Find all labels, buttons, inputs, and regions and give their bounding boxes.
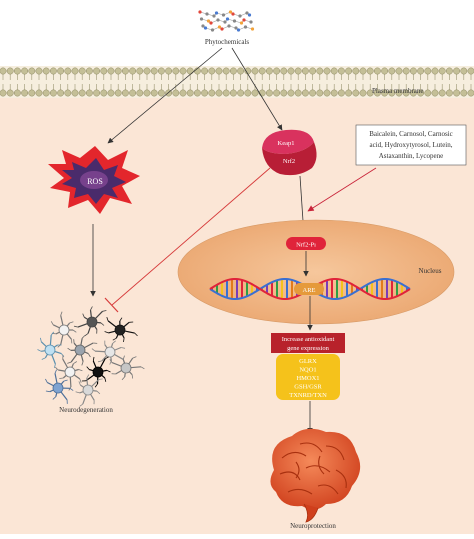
neuroprotection-label: Neuroprotection: [290, 522, 336, 530]
compounds-line-1: Baicalein, Carnosol, Carnosic: [369, 130, 453, 138]
nrf2-label: Nrf2: [283, 158, 295, 165]
keap1-label: Keap1: [278, 140, 295, 147]
gene-glrx: GLRX: [299, 358, 317, 365]
gene-hmox1: HMOX1: [296, 375, 319, 382]
nrf2-p-label: Nrf2-Pı: [296, 242, 316, 249]
gene-gsh-gsr: GSH/GSR: [294, 384, 322, 391]
compounds-line-3: Astaxanthin, Lycopene: [379, 152, 444, 160]
phytochemicals-molecule-icon: [198, 10, 254, 31]
gene-txnrd-txn: TXNRD/TXN: [289, 392, 327, 399]
compounds-line-2: acid, Hydroxytyrosol, Lutein,: [369, 141, 452, 149]
neurodegeneration-label: Neurodegeneration: [59, 406, 113, 414]
nucleus: [178, 220, 454, 324]
expression-header-line-2: gene expression: [287, 345, 329, 352]
gene-nqo1: NQO1: [299, 367, 316, 374]
phytochemicals-label: Phytochemicals: [205, 38, 250, 46]
are-label: ARE: [303, 287, 316, 294]
plasma-membrane-label: Plasma membrane: [372, 87, 424, 95]
ros-label: ROS: [87, 177, 103, 186]
nucleus-label: Nucleus: [419, 267, 442, 275]
expression-header-line-1: Increase antioxidant: [282, 336, 335, 343]
